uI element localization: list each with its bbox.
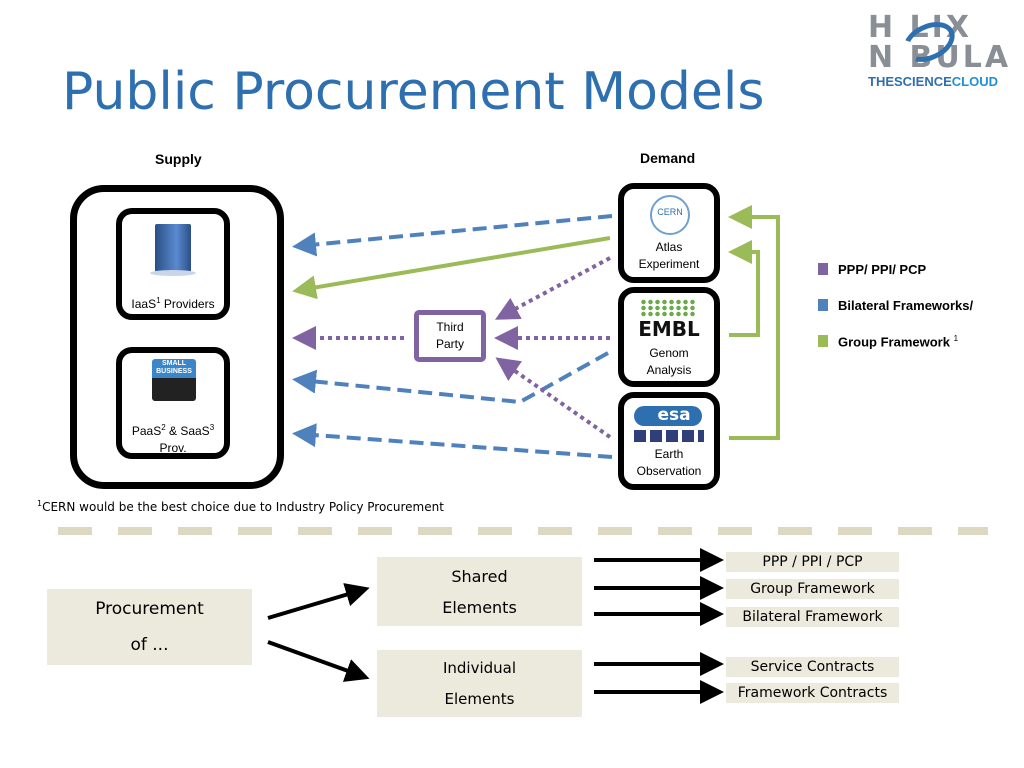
purple-arrow-atlas [494,256,611,320]
arrow-to-shared [267,583,370,620]
tag-ppp-ppi-pcp: PPP / PPI / PCP [726,552,899,572]
iaas-label: IaaS1 Providers [131,296,215,311]
server-icon [155,224,191,272]
embl-logo-text: EMBL [638,317,700,341]
esa-logo-text: esa [657,405,691,425]
individual-elements-line-2: Elements [444,690,515,708]
tag-bilateral-framework: Bilateral Framework [726,607,899,627]
shared-elements-line-2: Elements [442,598,517,617]
demand-header: Demand [640,150,696,166]
partner-logos-icon [634,430,704,442]
tag-service-contracts: Service Contracts [726,657,899,677]
cern-logo-text: CERN [657,207,683,217]
legend-item-group: Group Framework 1 [818,334,973,349]
legend-item-ppp: PPP/ PPI/ PCP [818,262,973,277]
legend: PPP/ PPI/ PCP Bilateral Frameworks/ Grou… [818,262,973,349]
legend-swatch-purple [818,263,828,275]
blue-arrow-esa [292,423,613,459]
footnote: 1CERN would be the best choice due to In… [37,499,444,514]
arrow-to-individual [267,640,370,682]
tag-framework-contracts: Framework Contracts [726,683,899,703]
individual-elements-box: Individual Elements [377,650,582,717]
shared-elements-box: Shared Elements [377,557,582,626]
embl-logo-icon [640,299,696,317]
cern-logo-icon [650,195,690,235]
procurement-root-line-1: Procurement [95,599,204,619]
blue-arrow-embl [292,351,609,405]
supply-container [70,185,284,489]
logo-line-1: H LIX [868,10,972,45]
helix-nebula-logo: H LIX N BULA THESCIENCECLOUD [862,10,1012,95]
logo-line-2: N BULA [868,40,1012,75]
green-arrow-atlas [292,236,611,300]
legend-swatch-green [818,335,828,348]
procurement-root-line-2: of ... [130,635,169,655]
green-bracket-outer [728,205,780,440]
logo-tagline: THESCIENCECLOUD [868,74,999,89]
purple-arrow-esa [495,357,612,439]
individual-elements-line-1: Individual [442,659,517,677]
tag-group-framework: Group Framework [726,579,899,599]
legend-item-bilateral: Bilateral Frameworks/ [818,298,973,313]
green-bracket-inner [728,240,760,337]
page-title: Public Procurement Models [62,62,765,122]
shared-elements-line-1: Shared [451,567,508,586]
esa-logo-icon [634,406,702,426]
legend-swatch-blue [818,299,828,311]
iaas-providers-box: IaaS1 Providers [116,208,230,320]
procurement-root-box: Procurement of ... [47,589,252,665]
supply-header: Supply [155,151,202,167]
small-business-badge: SMALL BUSINESS [156,360,192,375]
blue-arrow-atlas [292,214,613,257]
small-business-icon [152,359,196,401]
server-shadow [150,270,196,276]
